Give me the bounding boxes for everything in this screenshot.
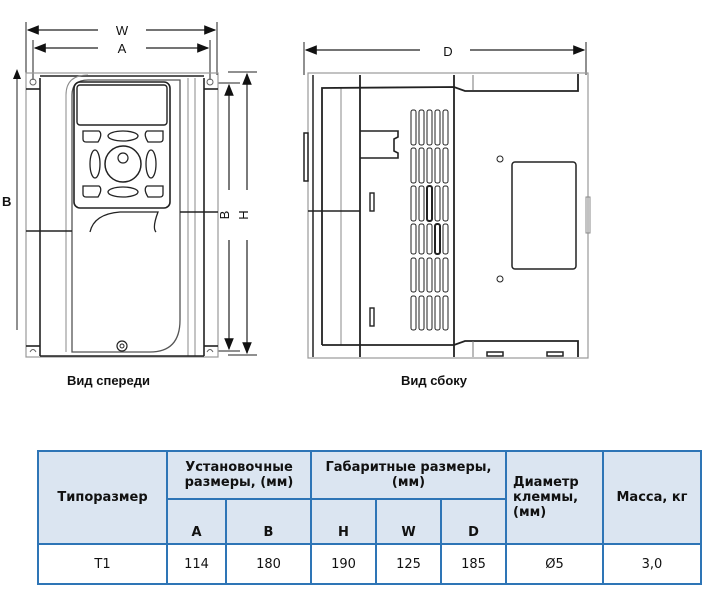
cell-terminal-diameter: Ø5 (505, 543, 604, 585)
cell-a: 114 (166, 543, 227, 585)
table-header-row: Типоразмер Установочные размеры, (мм) Га… (37, 450, 702, 545)
front-view-drawing (13, 22, 257, 358)
cell-d: 185 (440, 543, 507, 585)
dimension-w (25, 22, 218, 75)
cell-w: 125 (375, 543, 442, 585)
side-view-caption: Вид сбоку (401, 373, 468, 388)
table-row: T1 114 180 190 125 185 Ø5 3,0 (37, 543, 702, 585)
header-d: D (440, 498, 507, 545)
header-a: A (166, 498, 227, 545)
label-a: A (118, 41, 127, 56)
label-b-right: B (217, 211, 232, 220)
header-h: H (310, 498, 377, 545)
cell-h: 190 (310, 543, 377, 585)
front-view-caption: Вид спереди (67, 373, 150, 388)
label-w: W (116, 23, 129, 38)
header-mass: Масса, кг (602, 450, 702, 545)
cell-type-size: T1 (37, 543, 168, 585)
header-mounting-dimensions: Установочные размеры, (мм) (166, 450, 312, 500)
cell-mass: 3,0 (602, 543, 702, 585)
technical-drawing: W A B B H (2, 22, 591, 359)
header-terminal-diameter: Диаметр клеммы, (мм) (505, 450, 604, 545)
side-view-drawing (303, 42, 591, 359)
header-w: W (375, 498, 442, 545)
dimension-d (303, 42, 587, 75)
vent-grille (410, 109, 449, 331)
dimension-h (228, 71, 257, 356)
label-d: D (443, 44, 452, 59)
label-h: H (236, 210, 251, 219)
header-type-size: Типоразмер (37, 450, 168, 545)
cell-b: 180 (225, 543, 312, 585)
dimension-b-right (218, 82, 240, 352)
display-screen (76, 84, 168, 126)
table-subheader-row: A B H W D (38, 498, 701, 545)
header-overall-dimensions: Габаритные размеры, (мм) (310, 450, 507, 500)
header-b: B (225, 498, 312, 545)
dimensions-table: Типоразмер Установочные размеры, (мм) Га… (37, 450, 702, 585)
keypad-panel (73, 81, 171, 209)
label-b-left: B (2, 194, 11, 209)
